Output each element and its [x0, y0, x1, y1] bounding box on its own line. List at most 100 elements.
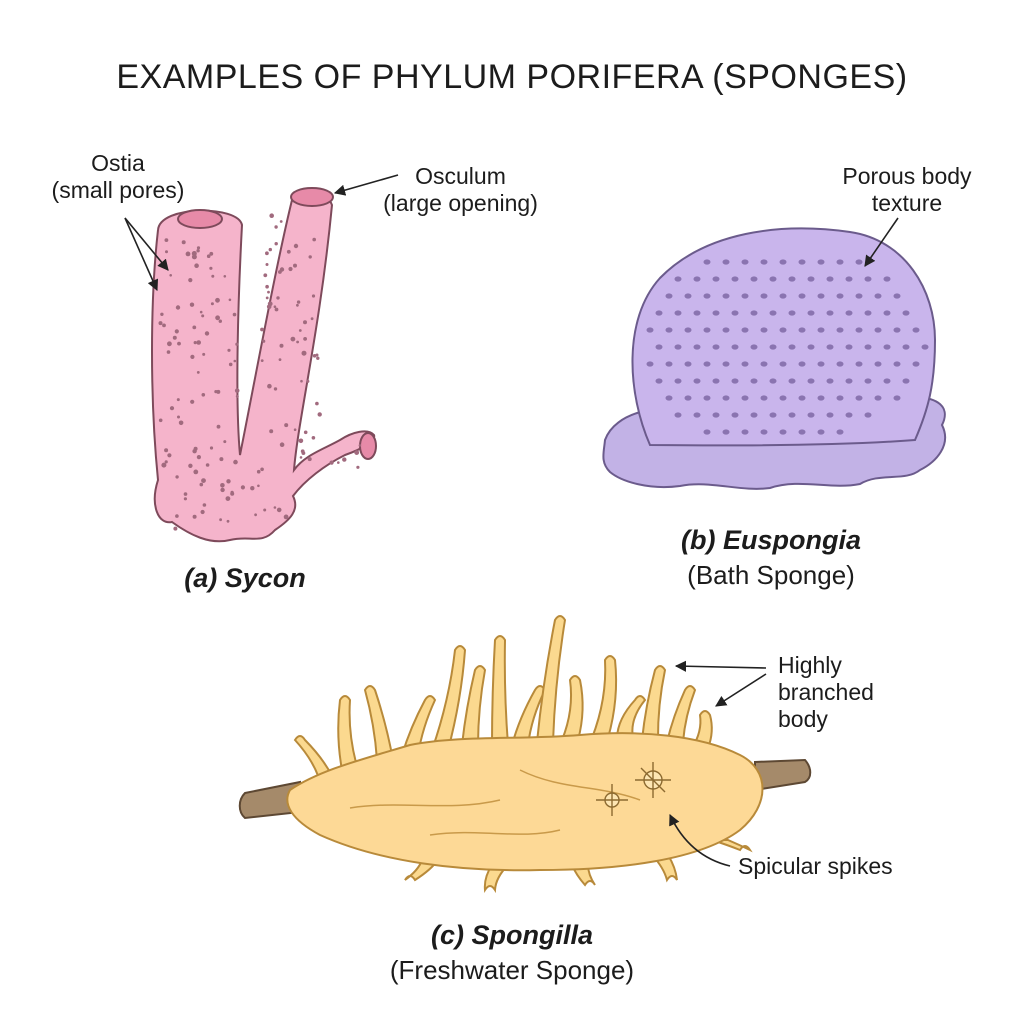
pore-dot	[855, 293, 863, 299]
ostium-dot	[167, 341, 172, 347]
ostium-dot	[329, 460, 334, 465]
pore-dot	[779, 259, 787, 265]
pore-dot	[731, 310, 739, 316]
ostium-dot	[210, 302, 214, 306]
ostium-dot	[215, 315, 221, 321]
pore-dot	[817, 259, 825, 265]
ostium-dot	[194, 263, 199, 269]
ostium-dot	[201, 393, 206, 397]
pore-dot	[817, 327, 825, 333]
pore-dot	[874, 327, 882, 333]
ostium-dot	[177, 415, 180, 419]
ostium-dot	[172, 335, 177, 340]
ostium-dot	[293, 243, 299, 249]
pore-dot	[845, 378, 853, 384]
branch	[483, 864, 511, 894]
ostium-dot	[193, 469, 199, 475]
ostium-dot	[199, 310, 203, 314]
ostium-dot	[181, 240, 186, 245]
pore-dot	[722, 293, 730, 299]
pore-dot	[712, 344, 720, 350]
pore-dot	[817, 293, 825, 299]
pore-dot	[788, 378, 796, 384]
branched-arrow-1	[674, 660, 767, 672]
ostium-dot	[201, 314, 205, 318]
pore-dot	[864, 412, 872, 418]
pore-dot	[722, 429, 730, 435]
ostium-dot	[192, 325, 197, 330]
pore-dot	[665, 361, 673, 367]
pore-dot	[760, 429, 768, 435]
ostium-dot	[167, 453, 172, 458]
branched-body-label: Highly branched body	[778, 652, 874, 732]
branch	[535, 615, 567, 743]
ostium-dot	[164, 238, 169, 243]
branch	[510, 685, 547, 746]
ostium-dot	[196, 246, 201, 250]
pore-dot	[855, 259, 863, 265]
spongilla-common-name: (Freshwater Sponge)	[389, 955, 635, 985]
ostium-dot	[265, 284, 269, 289]
pore-dot	[693, 310, 701, 316]
ostium-dot	[235, 394, 239, 398]
pore-dot	[684, 361, 692, 367]
pore-dot	[836, 259, 844, 265]
ostium-dot	[175, 514, 179, 518]
pore-dot	[845, 344, 853, 350]
pore-dot	[864, 378, 872, 384]
pore-dot	[750, 344, 758, 350]
ostium-dot	[293, 428, 297, 432]
branch	[400, 695, 437, 756]
branch	[690, 710, 713, 749]
sycon-branch-opening	[359, 432, 377, 460]
ostium-dot	[263, 273, 268, 278]
ostium-dot	[250, 486, 255, 491]
pore-dot	[741, 259, 749, 265]
ostium-dot	[209, 446, 214, 450]
pore-dot	[807, 378, 815, 384]
pore-dot	[893, 327, 901, 333]
ostium-dot	[288, 266, 293, 272]
pore-dot	[798, 395, 806, 401]
ostium-dot	[228, 362, 233, 367]
pore-dot	[712, 378, 720, 384]
pore-dot	[693, 378, 701, 384]
ostium-dot	[188, 463, 193, 468]
osculum-label: Osculum (large opening)	[383, 163, 538, 216]
pore-dot	[779, 327, 787, 333]
euspongia-common-name: (Bath Sponge)	[687, 560, 855, 590]
pore-dot	[769, 310, 777, 316]
pore-dot	[826, 310, 834, 316]
ostium-dot	[192, 514, 197, 519]
pore-dot	[912, 361, 920, 367]
ostium-dot	[164, 460, 168, 464]
branch	[560, 675, 584, 741]
ostium-dot	[301, 350, 307, 356]
ostium-dot	[265, 263, 269, 266]
pore-dot	[798, 293, 806, 299]
pore-dot	[703, 395, 711, 401]
pore-dot	[684, 293, 692, 299]
pore-dot	[845, 310, 853, 316]
ostium-dot	[298, 438, 304, 444]
spicular-spikes-label: Spicular spikes	[738, 853, 893, 879]
ostium-dot	[299, 456, 303, 459]
pore-dot	[874, 361, 882, 367]
ostium-dot	[296, 300, 301, 304]
pore-dot	[874, 395, 882, 401]
sycon-tube1-opening	[177, 209, 223, 229]
pore-dot	[722, 361, 730, 367]
pore-dot	[712, 412, 720, 418]
ostium-dot	[300, 379, 303, 383]
ostium-dot	[211, 274, 215, 278]
pore-dot	[883, 378, 891, 384]
ostium-dot	[227, 348, 231, 352]
euspongia-caption: (b) Euspongia	[681, 525, 861, 555]
ostium-dot	[274, 307, 279, 312]
ostium-dot	[262, 339, 266, 343]
ostium-dot	[183, 492, 188, 496]
branch	[490, 635, 510, 746]
pore-dot	[741, 429, 749, 435]
ostium-dot	[202, 503, 207, 507]
